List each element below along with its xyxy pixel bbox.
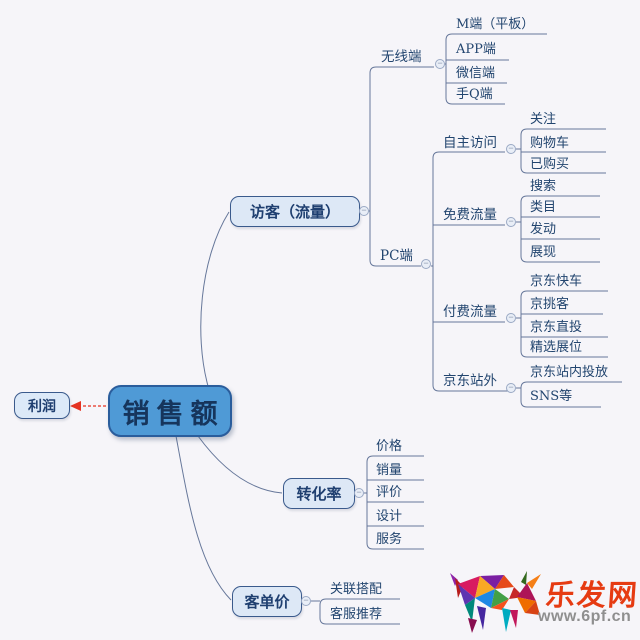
order-value-node[interactable]: 客单价 [232,586,302,617]
watermark-url: www.6pf.cn [538,608,632,625]
leaf-service[interactable]: 服务 [376,532,403,547]
collapse-icon-order-value[interactable]: − [301,596,311,606]
leaf-follow[interactable]: 关注 [530,112,557,127]
logo-bull-graphic [450,571,541,633]
leaf-wechat[interactable]: 微信端 [456,66,496,81]
collapse-icon-visitors[interactable]: − [359,206,369,216]
leaf-purchased[interactable]: 已购买 [530,157,570,172]
leaf-reviews[interactable]: 评价 [376,485,403,500]
leaf-search[interactable]: 搜索 [530,179,557,194]
group-jd-offsite[interactable]: 京东站外 [443,373,497,389]
collapse-icon-free-traffic[interactable]: − [506,217,516,227]
leaf-mobile-qq[interactable]: 手Q端 [456,87,493,102]
visitors-node[interactable]: 访客（流量） [230,196,360,227]
wireless-node[interactable]: 无线端 [381,49,422,65]
collapse-icon-conversion[interactable]: − [354,488,364,498]
collapse-icon-wireless[interactable]: − [435,59,445,69]
conversion-node[interactable]: 转化率 [283,478,355,509]
leaf-price[interactable]: 价格 [376,439,403,454]
leaf-jingtaoke[interactable]: 京挑客 [530,297,570,312]
profit-relation-arrow [70,401,106,411]
leaf-related-matching[interactable]: 关联搭配 [330,582,383,597]
leaf-category[interactable]: 类目 [530,200,557,215]
leaf-jd-express[interactable]: 京东快车 [530,274,583,289]
profit-node[interactable]: 利润 [14,392,70,419]
leaf-featured-booth[interactable]: 精选展位 [530,340,583,355]
root-node-sales[interactable]: 销售额 [108,385,232,437]
leaf-jd-onsite-ads[interactable]: 京东站内投放 [530,365,609,380]
leaf-cart[interactable]: 购物车 [530,136,570,151]
pc-node[interactable]: PC端 [380,248,413,264]
leaf-m-tablet[interactable]: M端（平板） [456,17,535,32]
collapse-icon-paid-traffic[interactable]: − [506,313,516,323]
leaf-sales-volume[interactable]: 销量 [376,463,403,478]
leaf-sns[interactable]: SNS等 [530,389,573,404]
group-paid-traffic[interactable]: 付费流量 [443,304,497,320]
group-self-visit[interactable]: 自主访问 [443,135,497,151]
leaf-cs-recommend[interactable]: 客服推荐 [330,607,383,622]
leaf-jd-direct[interactable]: 京东直投 [530,320,583,335]
leaf-display[interactable]: 展现 [530,245,557,260]
collapse-icon-pc[interactable]: − [421,259,431,269]
collapse-icon-self-visit[interactable]: − [506,144,516,154]
group-free-traffic[interactable]: 免费流量 [443,207,497,223]
leaf-launch[interactable]: 发动 [530,222,557,237]
collapse-icon-jd-offsite[interactable]: − [506,383,516,393]
leaf-app[interactable]: APP端 [456,42,496,57]
leaf-design[interactable]: 设计 [376,509,403,524]
